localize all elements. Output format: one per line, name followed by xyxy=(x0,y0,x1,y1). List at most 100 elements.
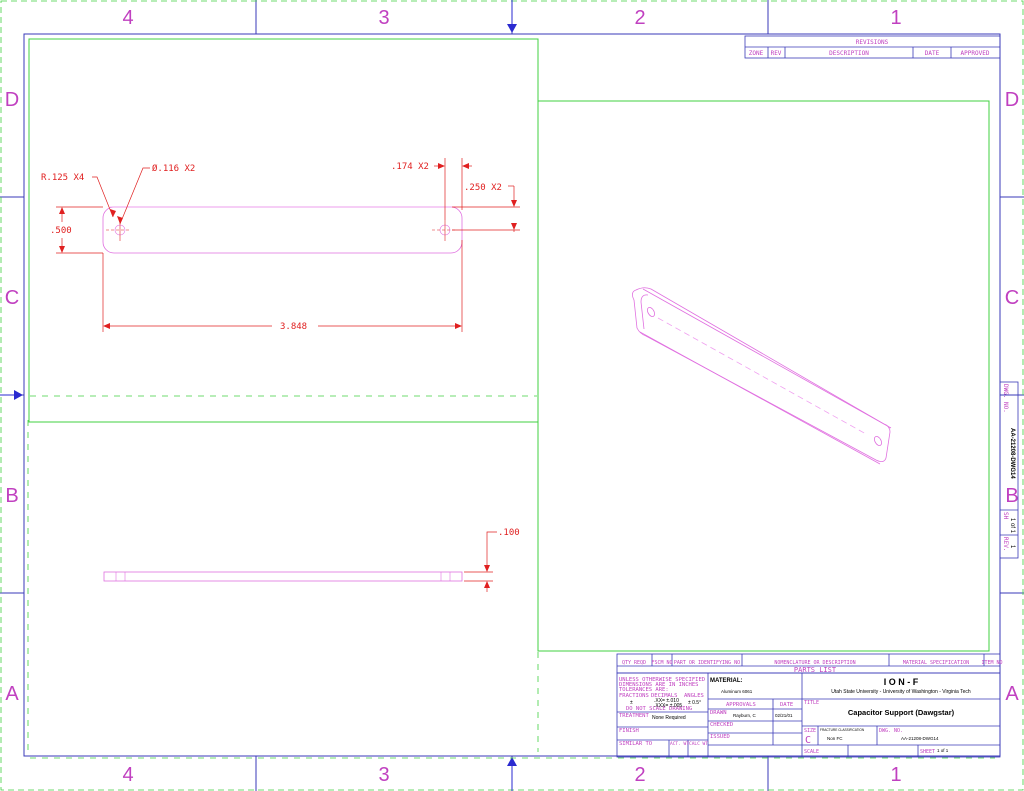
zone-row-right-4: A xyxy=(1005,683,1019,705)
parts-header-item: ITEM NO xyxy=(981,660,1002,666)
front-view: R.125 X4 Ø.116 X2 .174 X2 .250 X2 .500 3… xyxy=(28,38,539,423)
dimension-lines xyxy=(56,158,520,332)
issued-label: ISSUED xyxy=(710,734,730,740)
dim-length: 3.848 xyxy=(280,322,307,332)
hole-right xyxy=(432,220,456,241)
treatment-label: TREATMENT xyxy=(619,713,649,719)
zone-col-bottom-3: 2 xyxy=(634,764,645,786)
revisions-title: REVISIONS xyxy=(856,39,889,46)
side-rev-value: 1 xyxy=(1009,545,1015,549)
zone-col-top-2: 3 xyxy=(378,7,389,29)
fracture-label: FRACTURE CLASSIFICATION xyxy=(820,728,865,732)
zone-col-bottom-2: 3 xyxy=(378,764,389,786)
size-value: C xyxy=(805,735,811,746)
university-names: Utah State University - University of Wa… xyxy=(831,689,971,695)
tolerance-line-3: TOLERANCES ARE: xyxy=(619,687,669,693)
parts-header-part-no: PART OR IDENTIFYING NO xyxy=(674,660,740,666)
rev-header-approved: APPROVED xyxy=(961,50,990,57)
dim-hole-offset: .174 X2 xyxy=(391,162,429,172)
sheet-label: SHEET xyxy=(920,749,935,755)
hole-left xyxy=(106,220,131,241)
material-value: Aluminum 6061 xyxy=(721,689,753,694)
zone-row-left-2: C xyxy=(5,287,19,309)
tolerance-line-2: DIMENSIONS ARE IN INCHES xyxy=(619,682,698,688)
side-dwg-block: DWG. NO. SH REV. AA-21208-DWG14 1 of 1 1 xyxy=(999,381,1019,559)
zone-col-top-1: 4 xyxy=(122,7,133,29)
zone-col-top-3: 2 xyxy=(634,7,645,29)
drawing-title: Capacitor Support (Dawgstar) xyxy=(848,708,955,717)
company-name: I O N - F xyxy=(884,677,919,687)
rev-header-rev: REV xyxy=(771,50,782,57)
zone-row-right-1: D xyxy=(1005,89,1019,111)
isometric-view xyxy=(537,100,990,652)
rev-header-description: DESCRIPTION xyxy=(829,50,869,57)
approvals-date-label: DATE xyxy=(780,702,793,708)
calc-wt-label: CALC WT xyxy=(689,741,708,747)
approvals-label: APPROVALS xyxy=(726,702,756,708)
parts-header-fscm: FSCM NO xyxy=(651,660,672,666)
isometric-view-frame xyxy=(537,100,990,652)
rev-header-zone: ZONE xyxy=(749,50,764,57)
angle-tolerance: ± 0.5° xyxy=(688,700,701,706)
finish-label: FINISH xyxy=(619,728,639,734)
left-center-arrow xyxy=(14,390,23,400)
drawn-by: Rayburn, C xyxy=(733,713,757,718)
top-center-arrow xyxy=(507,24,517,33)
title-block: UNLESS OTHERWISE SPECIFIED DIMENSIONS AR… xyxy=(616,672,1001,758)
part-outline-edge xyxy=(103,571,463,582)
dim-thickness: .100 xyxy=(498,528,520,538)
act-wt-label: ACT. WT xyxy=(670,741,689,747)
parts-list: QTY REQD FSCM NO PART OR IDENTIFYING NO … xyxy=(616,653,1003,674)
rev-header-date: DATE xyxy=(925,50,940,57)
scale-label: SCALE xyxy=(804,749,819,755)
angles-label: ANGLES xyxy=(684,693,704,699)
revisions-block: REVISIONS ZONE REV DESCRIPTION DATE APPR… xyxy=(744,35,1001,59)
side-rev-label: REV. xyxy=(1002,537,1009,551)
side-sh-label: SH xyxy=(1002,512,1009,520)
zone-row-left-1: D xyxy=(5,89,19,111)
parts-header-nomenclature: NOMENCLATURE OR DESCRIPTION xyxy=(774,660,855,666)
zone-row-right-2: C xyxy=(1005,287,1019,309)
parts-list-title: PARTS LIST xyxy=(794,666,837,674)
zone-row-right-3: B xyxy=(1005,485,1018,507)
dimension-arrows xyxy=(59,163,517,329)
decimals-label: DECIMALS xyxy=(651,693,678,699)
material-label: MATERIAL: xyxy=(710,678,743,684)
zone-col-top-4: 1 xyxy=(890,7,901,29)
side-sh-value: 1 of 1 xyxy=(1009,518,1015,534)
zone-row-left-3: B xyxy=(5,485,18,507)
parts-header-qty: QTY REQD xyxy=(622,660,646,666)
drawn-date: 02/21/01 xyxy=(775,713,793,718)
zone-row-left-4: A xyxy=(5,683,19,705)
dim-radius: R.125 X4 xyxy=(41,173,84,183)
decimal-tolerance-1: .XX= ±.010 xyxy=(654,698,679,704)
fraction-tolerance: ± xyxy=(630,700,633,706)
tolerance-line-1: UNLESS OTHERWISE SPECIFIED xyxy=(619,677,705,683)
dim-height: .500 xyxy=(50,226,72,236)
sheet-value: 1 of 1 xyxy=(937,748,949,753)
part-outline-front xyxy=(102,206,463,254)
parts-header-material: MATERIAL SPECIFICATION xyxy=(903,660,969,666)
decimal-tolerance-2: .XXX= ±.005 xyxy=(654,703,682,709)
similar-to-label: SIMILAR TO xyxy=(619,741,652,747)
checked-label: CHECKED xyxy=(710,722,733,728)
size-label: SIZE xyxy=(804,728,816,734)
title-label: TITLE xyxy=(804,700,819,706)
fractions-label: FRACTIONS xyxy=(619,693,649,699)
edge-view: .100 xyxy=(103,528,520,592)
zone-col-bottom-1: 4 xyxy=(122,764,133,786)
do-not-scale: DO NOT SCALE DRAWING xyxy=(626,706,692,712)
side-dwg-no: AA-21208-DWG14 xyxy=(1009,428,1015,479)
drawn-label: DRAWN xyxy=(710,710,727,716)
dwg-no-label: DWG. NO. xyxy=(879,728,903,734)
zone-labels: 4 3 2 1 4 3 2 1 D C B A D C B A xyxy=(5,7,1020,786)
dim-hole-height: .250 X2 xyxy=(464,183,502,193)
fracture-value: Non FC xyxy=(827,736,843,741)
centering-marks xyxy=(0,0,517,791)
dim-hole-diameter: Ø.116 X2 xyxy=(152,163,195,174)
treatment-value: None Required xyxy=(652,715,686,721)
zone-col-bottom-4: 1 xyxy=(890,764,901,786)
